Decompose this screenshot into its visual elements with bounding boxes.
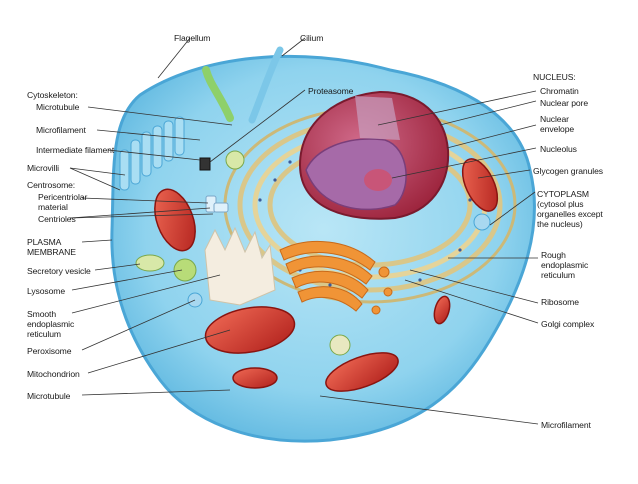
label-golgi-complex: Golgi complex (541, 319, 595, 329)
label-peroxisome: Peroxisome (27, 346, 72, 356)
label-plasma-membrane: PLASMA MEMBRANE (27, 237, 76, 257)
label-cilium: Cilium (300, 33, 324, 43)
label-microfilament-left: Microfilament (36, 125, 86, 135)
label-microfilament-bottom: Microfilament (541, 420, 591, 430)
golgi-shape (279, 240, 393, 315)
label-cytoskeleton: Cytoskeleton: (27, 90, 78, 100)
proteasome-shape (199, 157, 211, 171)
label-pericentriolar: Pericentriolar material (38, 192, 88, 212)
label-cytoplasm: CYTOPLASM (cytosol plus organelles excep… (537, 189, 603, 229)
label-centrosome: Centrosome: (27, 180, 76, 190)
label-microtubule-top: Microtubule (36, 102, 80, 112)
label-nucleolus: Nucleolus (540, 144, 577, 154)
smooth-er-shape (204, 226, 276, 306)
label-flagellum: Flagellum (174, 33, 211, 43)
label-intermediate-filament: Intermediate filament (36, 145, 115, 155)
microvilli-shape (119, 116, 185, 191)
label-mitochondrion: Mitochondrion (27, 369, 80, 379)
label-chromatin: Chromatin (540, 86, 579, 96)
flagellum-shape (202, 66, 234, 122)
label-glycogen-granules: Glycogen granules (533, 166, 603, 176)
label-nuclear-envelope: Nuclear envelope (540, 114, 575, 134)
cilium-shape (248, 46, 284, 124)
leader-lines (69, 37, 539, 425)
label-proteasome: Proteasome (308, 86, 354, 96)
label-rough-er: Rough endoplasmic reticulum (541, 250, 589, 280)
label-microvilli: Microvilli (27, 163, 59, 173)
label-lysosome: Lysosome (27, 286, 66, 296)
nucleus-shape (298, 90, 450, 220)
label-nuclear-pore: Nuclear pore (540, 98, 589, 108)
label-secretory-vesicle: Secretory vesicle (27, 266, 91, 276)
label-smooth-er: Smooth endoplasmic reticulum (27, 309, 75, 339)
label-ribosome: Ribosome (541, 297, 579, 307)
label-centrioles: Centrioles (38, 214, 76, 224)
label-microtubule-bottom: Microtubule (27, 391, 71, 401)
vesicles (135, 150, 491, 356)
label-nucleus: NUCLEUS: (533, 72, 576, 82)
mitochondria-shapes (154, 158, 499, 392)
